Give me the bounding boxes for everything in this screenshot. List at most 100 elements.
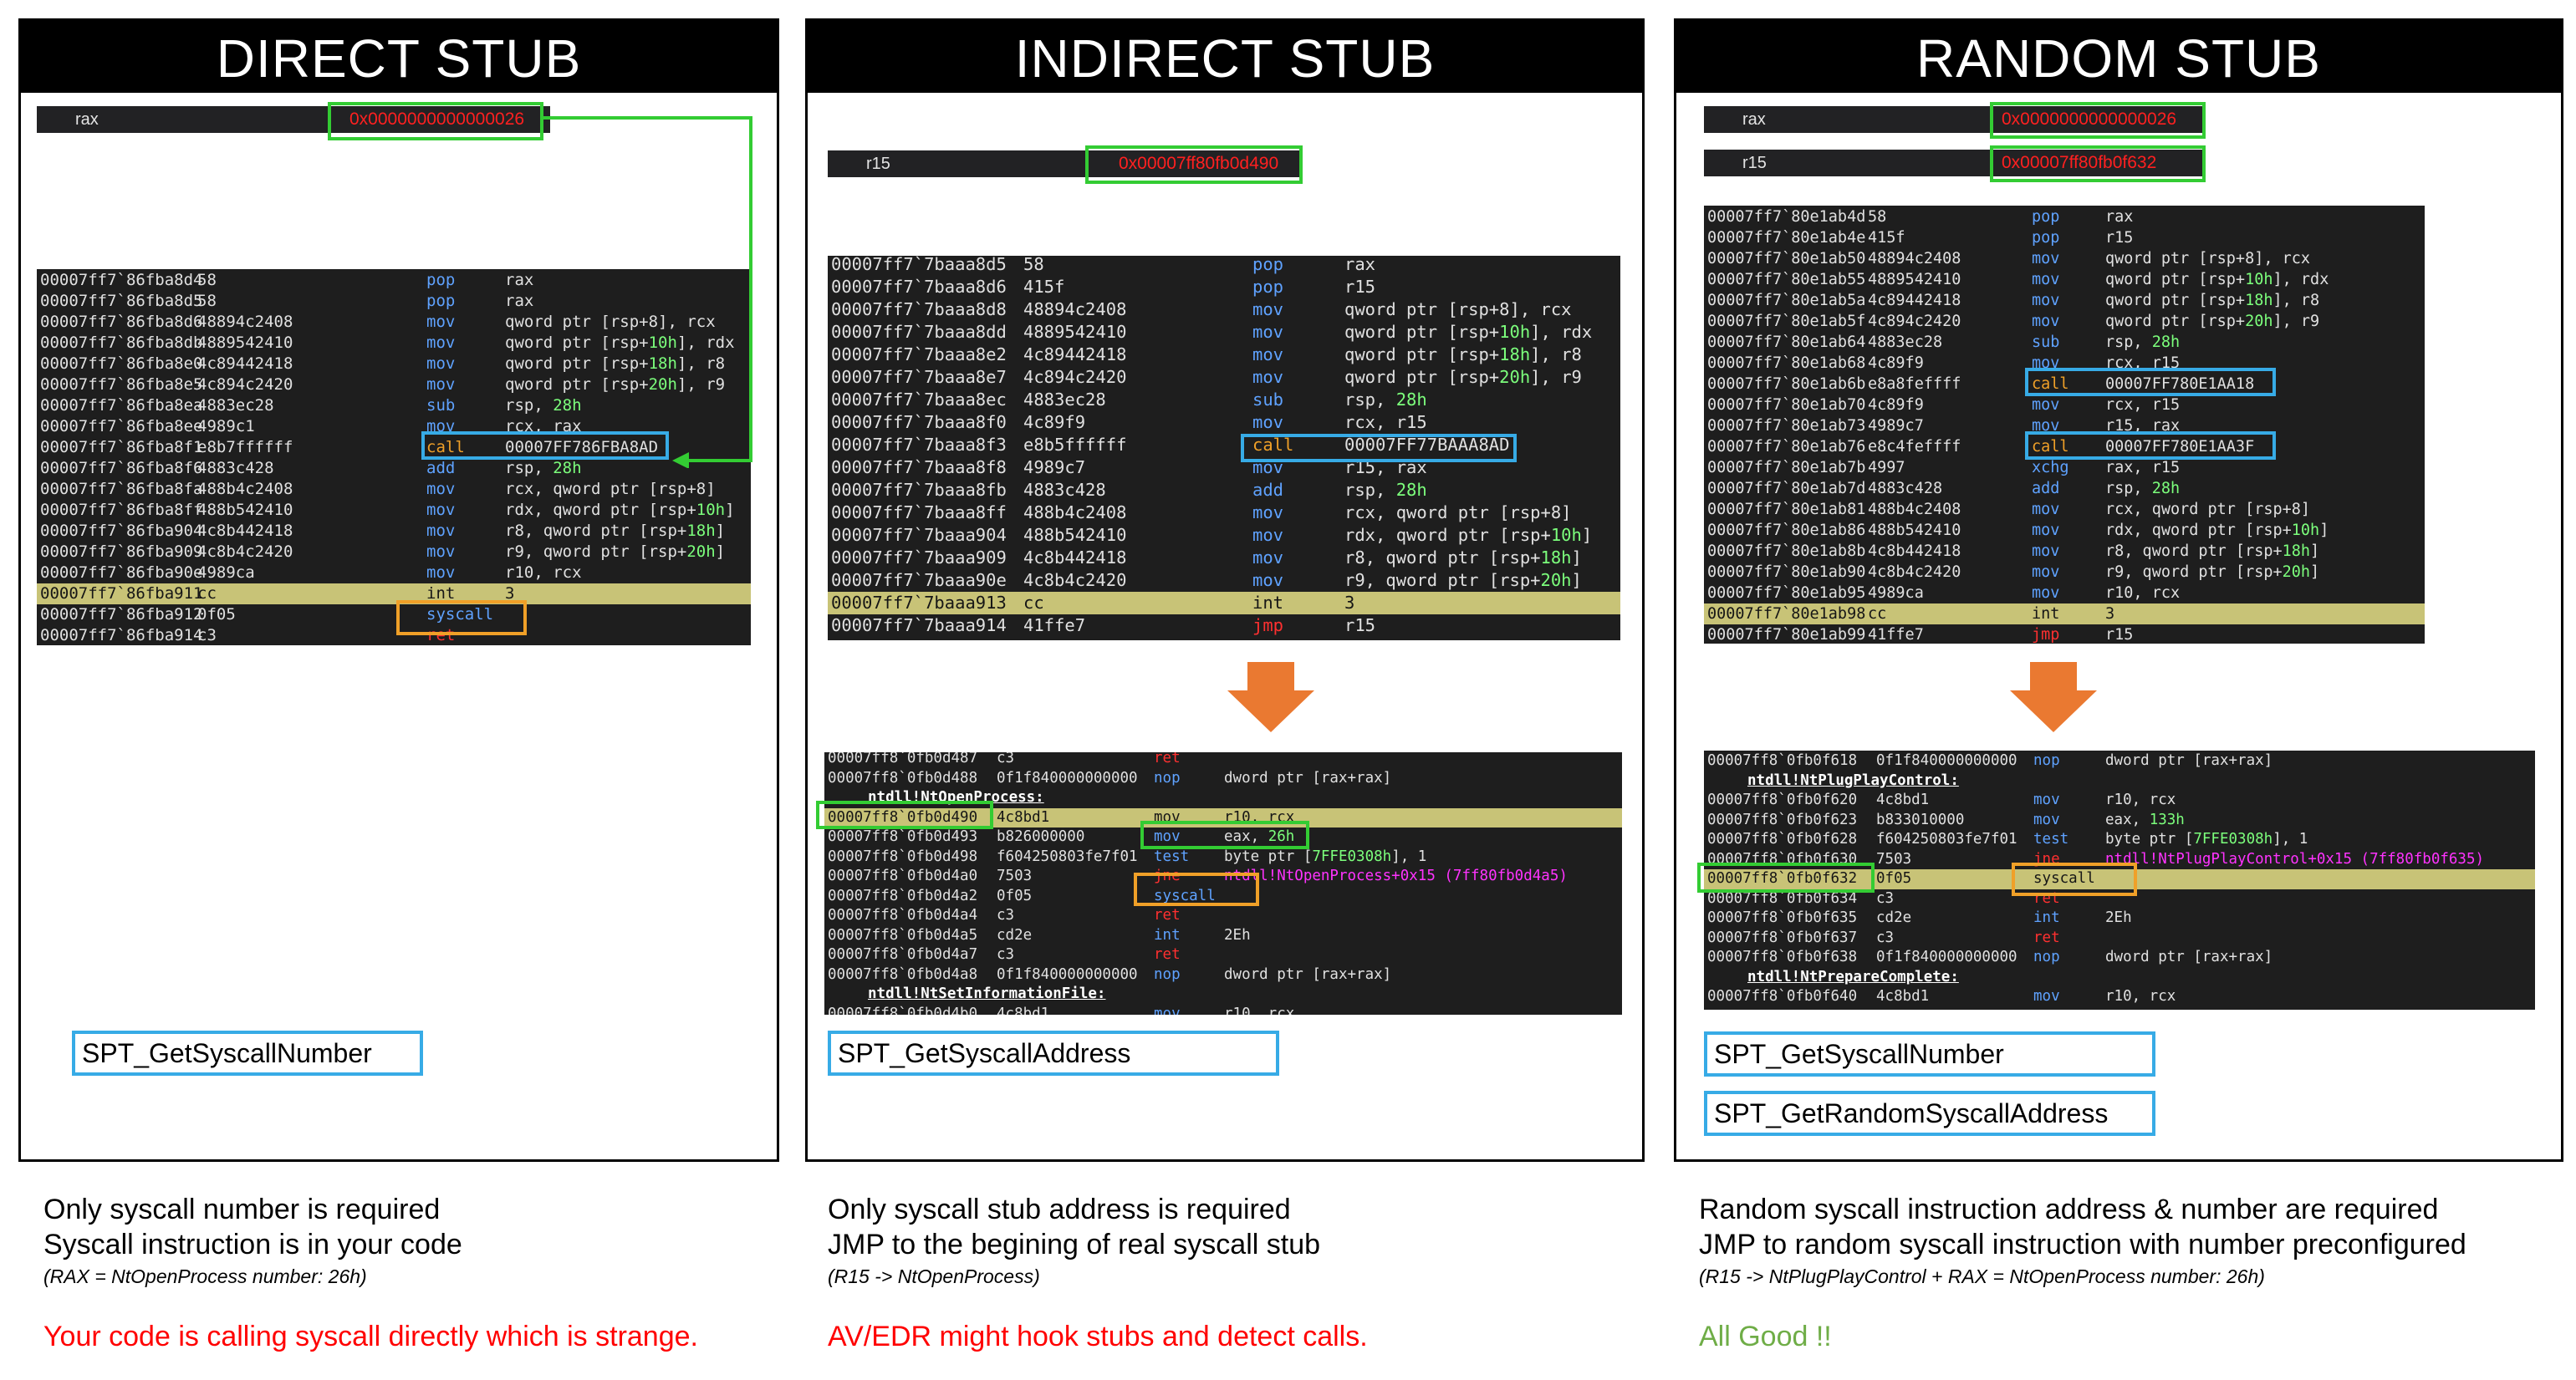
asm-address: 00007ff7`80e1ab7b [1707, 459, 1866, 476]
asm-bytes: 488b542410 [197, 501, 293, 519]
asm-operands: r8, qword ptr [rsp+18h] [2105, 542, 2320, 560]
asm-mnemonic: mov [426, 563, 456, 582]
asm-bytes: c3 [197, 626, 217, 644]
asm-address: 00007ff7`7baaa8fb [831, 480, 1007, 500]
asm-mnemonic: jmp [1252, 615, 1284, 635]
direct-note: Only syscall number is required Syscall … [43, 1192, 779, 1291]
asm-address: 00007ff8`0fb0d493 [828, 828, 978, 845]
asm-operands: rcx, rax [505, 417, 582, 435]
asm-operands: rdx, qword ptr [rsp+10h] [505, 501, 735, 519]
asm-operands: qword ptr [rsp+20h], r9 [2105, 313, 2320, 330]
asm-operands: rsp, 28h [1344, 480, 1427, 500]
rax-value-highlight [328, 102, 543, 140]
asm-bytes: 4c8bd1 [997, 808, 1050, 826]
asm-address: 00007ff7`7baaa8f0 [831, 412, 1007, 432]
asm-bytes: 0f1f840000000000 [997, 769, 1138, 787]
asm-address: 00007ff7`80e1ab4e [1707, 229, 1866, 247]
down-arrow [1227, 662, 1314, 732]
asm-mnemonic: mov [1252, 570, 1284, 590]
asm-bytes: 4c89f9 [1868, 354, 1924, 372]
asm-bytes: 4889542410 [1868, 271, 1961, 288]
asm-operands: byte ptr [7FFE0308h], 1 [2105, 831, 2308, 848]
asm-address: 00007ff7`86fba8db [40, 334, 203, 352]
asm-bytes: 58 [1023, 256, 1044, 274]
syscall-highlight [396, 600, 527, 635]
register-name: r15 [866, 155, 890, 173]
asm-mnemonic: mov [2032, 563, 2060, 581]
asm-mnemonic: mov [1252, 344, 1284, 364]
asm-operands: rcx, r15 [2105, 354, 2181, 372]
asm-address: 00007ff7`7baaa914 [831, 615, 1007, 635]
asm-operands: dword ptr [rax+rax] [1224, 769, 1392, 787]
asm-mnemonic: nop [2033, 752, 2060, 769]
random-note: Random syscall instruction address & num… [1699, 1192, 2568, 1291]
asm-mnemonic: add [2032, 480, 2060, 497]
asm-address: 00007ff7`80e1ab95 [1707, 584, 1866, 602]
asm-bytes: b826000000 [997, 828, 1085, 845]
asm-address: 00007ff7`86fba8ff [40, 501, 203, 519]
call-highlight-2 [2025, 431, 2276, 460]
symbol-name: ntdll!NtPlugPlayControl: [1747, 771, 1959, 789]
asm-bytes: 0f1f840000000000 [1876, 949, 2017, 965]
asm-mnemonic: mov [1252, 547, 1284, 568]
asm-address: 00007ff7`86fba909 [40, 542, 203, 561]
asm-operands: rax [1344, 256, 1376, 274]
register-value: 0x0000000000000026 [2002, 109, 2177, 129]
asm-mnemonic: call [2032, 375, 2069, 393]
asm-address: 00007ff8`0fb0f628 [1707, 831, 1858, 848]
asm-bytes: 4c89442418 [1868, 292, 1961, 309]
asm-mnemonic: mov [1252, 367, 1284, 387]
asm-address: 00007ff8`0fb0d490 [828, 808, 978, 826]
asm-mnemonic: call [426, 438, 465, 456]
asm-mnemonic: mov [2032, 542, 2060, 560]
asm-address: 00007ff7`86fba8e5 [40, 375, 203, 394]
function-label-box: SPT_GetRandomSyscallAddress [1704, 1091, 2155, 1136]
register-rax: rax 0x0000000000000026 [37, 106, 550, 133]
asm-bytes: c3 [997, 752, 1015, 766]
note-detail: (R15 -> NtPlugPlayControl + RAX = NtOpen… [1699, 1265, 2265, 1287]
function-label-box: SPT_GetSyscallAddress [828, 1031, 1279, 1076]
asm-operands: r8, qword ptr [rsp+18h] [1344, 547, 1582, 568]
register-value: 0x00007ff80fb0f632 [2002, 153, 2157, 172]
function-label: SPT_GetSyscallAddress [838, 1038, 1131, 1068]
asm-operands: rcx, qword ptr [rsp+8] [505, 480, 716, 498]
symbol-label: ntdll!NtPrepareComplete: [1704, 968, 2535, 988]
asm-address: 00007ff7`7baaa8ec [831, 390, 1007, 410]
asm-bytes: f604250803fe7f01 [997, 848, 1138, 865]
asm-mnemonic: pop [2032, 208, 2060, 226]
asm-operands: rcx, qword ptr [rsp+8] [2105, 501, 2311, 518]
asm-bytes: 4997 [1868, 459, 1905, 476]
asm-address: 00007ff8`0fb0d4a0 [828, 868, 978, 884]
asm-mnemonic: mov [426, 480, 456, 498]
asm-bytes: 4989ca [1868, 584, 1924, 602]
asm-mnemonic: test [2033, 831, 2069, 848]
asm-address: 00007ff7`86fba8fa [40, 480, 203, 498]
asm-mnemonic: mov [2033, 792, 2060, 808]
asm-address: 00007ff7`80e1ab90 [1707, 563, 1866, 581]
asm-address: 00007ff8`0fb0f620 [1707, 792, 1858, 808]
asm-operands: eax, 133h [2105, 811, 2185, 828]
asm-bytes: 4883ec28 [1023, 390, 1106, 410]
asm-mnemonic: sub [2032, 334, 2060, 351]
register-value: 0x0000000000000026 [349, 109, 525, 129]
asm-mnemonic: ret [1154, 946, 1181, 963]
rax-value-highlight [1990, 102, 2206, 139]
asm-bytes: 4c8b4c2420 [1868, 563, 1961, 581]
